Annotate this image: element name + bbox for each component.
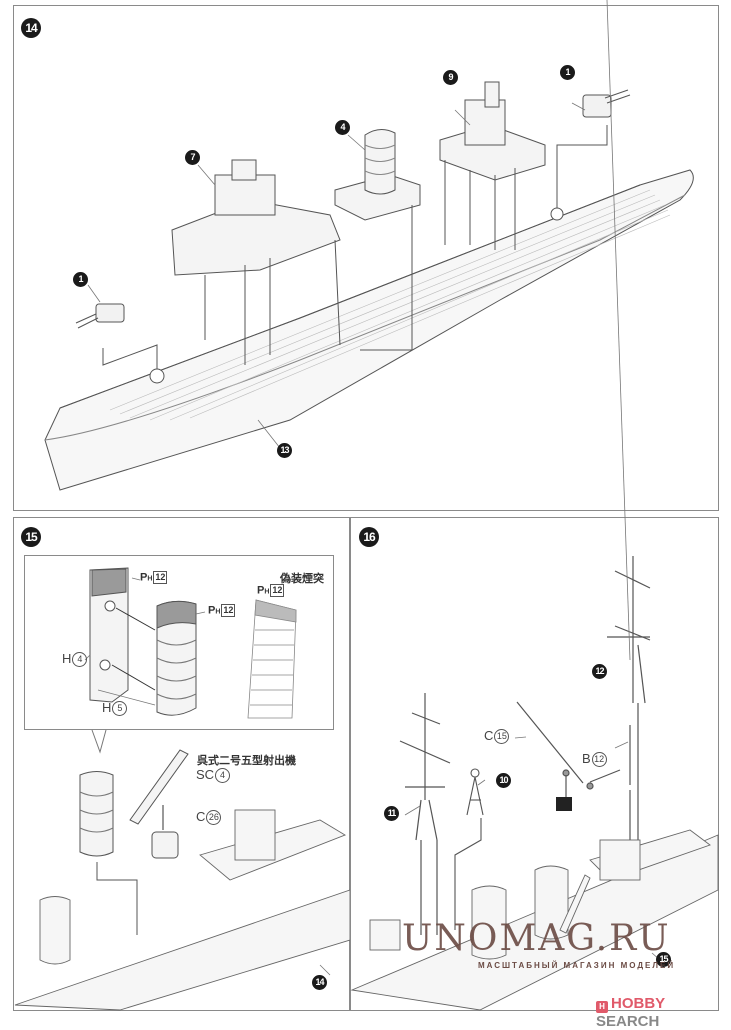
catapult-title: 呉式二号五型射出機	[197, 754, 296, 767]
step-14-panel: 14	[13, 5, 719, 511]
part-badge-12: 12	[592, 664, 607, 679]
dummy-funnel-title: 偽装煙突	[280, 572, 324, 585]
watermark-main: UNOMAG.RU	[402, 918, 671, 959]
part-badge-1-fore: 1	[73, 272, 88, 287]
part-badge-7: 7	[185, 150, 200, 165]
part-badge-13: 13	[277, 443, 292, 458]
part-badge-14: 14	[312, 975, 327, 990]
hobby-search-logo-icon: H	[596, 1001, 608, 1013]
part-badge-15: 15	[656, 952, 671, 967]
step-14-badge: 14	[21, 18, 41, 38]
part-badge-1-aft: 1	[560, 65, 575, 80]
part-badge-11: 11	[384, 806, 399, 821]
step-16-badge: 16	[359, 527, 379, 547]
part-badge-4: 4	[335, 120, 350, 135]
watermark-sub: МАСШТАБНЫЙ МАГАЗИН МОДЕЛЕЙ	[478, 961, 676, 970]
step-15-badge: 15	[21, 527, 41, 547]
part-badge-10: 10	[496, 773, 511, 788]
part-badge-9: 9	[443, 70, 458, 85]
